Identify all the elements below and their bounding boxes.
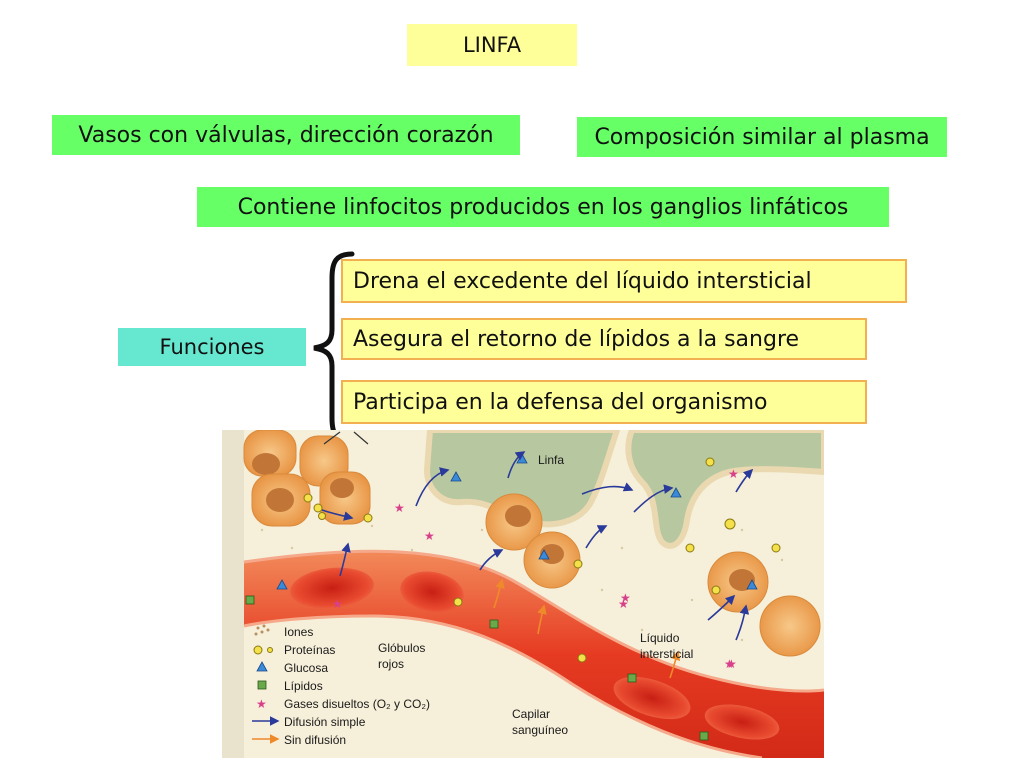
label-capillary-2: sanguíneo bbox=[512, 723, 568, 737]
label-lymph: Linfa bbox=[538, 453, 564, 467]
legend-item-gases: Gases disueltos (O₂ y CO₂) bbox=[284, 697, 430, 711]
svg-text:★: ★ bbox=[620, 591, 631, 605]
svg-text:★: ★ bbox=[256, 697, 267, 711]
page-title: LINFA bbox=[407, 24, 577, 66]
fact-composition-box: Composición similar al plasma bbox=[577, 117, 947, 157]
legend-item-simple-diffusion: Difusión simple bbox=[284, 715, 366, 729]
tissue-cells bbox=[243, 430, 821, 657]
function-item-lipids: Asegura el retorno de lípidos a la sangr… bbox=[341, 318, 867, 360]
label-capillary-1: Capilar bbox=[512, 707, 550, 721]
lymph-diagram-illustration: Linfa ★★★ bbox=[222, 430, 824, 758]
legend-item-glucose: Glucosa bbox=[284, 661, 328, 675]
legend-item-ions: Iones bbox=[284, 625, 313, 639]
label-interstitial-1: Líquido bbox=[640, 631, 680, 645]
label-interstitial-2: intersticial bbox=[640, 647, 693, 661]
fact-vessels-box: Vasos con válvulas, dirección corazón bbox=[52, 115, 520, 155]
label-red-cells-1: Glóbulos bbox=[378, 641, 425, 655]
svg-text:★: ★ bbox=[618, 597, 629, 611]
legend-item-lipids: Lípidos bbox=[284, 679, 323, 693]
svg-text:★: ★ bbox=[728, 467, 739, 481]
svg-text:★: ★ bbox=[394, 501, 405, 515]
legend-item-proteins: Proteínas bbox=[284, 643, 335, 657]
function-item-drain: Drena el excedente del líquido interstic… bbox=[341, 259, 907, 303]
functions-label: Funciones bbox=[118, 328, 306, 366]
svg-text:★: ★ bbox=[726, 657, 737, 671]
function-item-defense: Participa en la defensa del organismo bbox=[341, 380, 867, 424]
svg-text:★: ★ bbox=[724, 657, 735, 671]
legend-item-no-diffusion: Sin difusión bbox=[284, 733, 346, 747]
curly-brace bbox=[313, 251, 355, 445]
svg-text:★: ★ bbox=[332, 597, 343, 611]
label-red-cells-2: rojos bbox=[378, 657, 404, 671]
svg-text:★: ★ bbox=[424, 529, 435, 543]
fact-lymphocytes-box: Contiene linfocitos producidos en los ga… bbox=[197, 187, 889, 227]
legend: Iones Proteínas Glucosa Lípidos ★ Gases … bbox=[252, 624, 430, 747]
